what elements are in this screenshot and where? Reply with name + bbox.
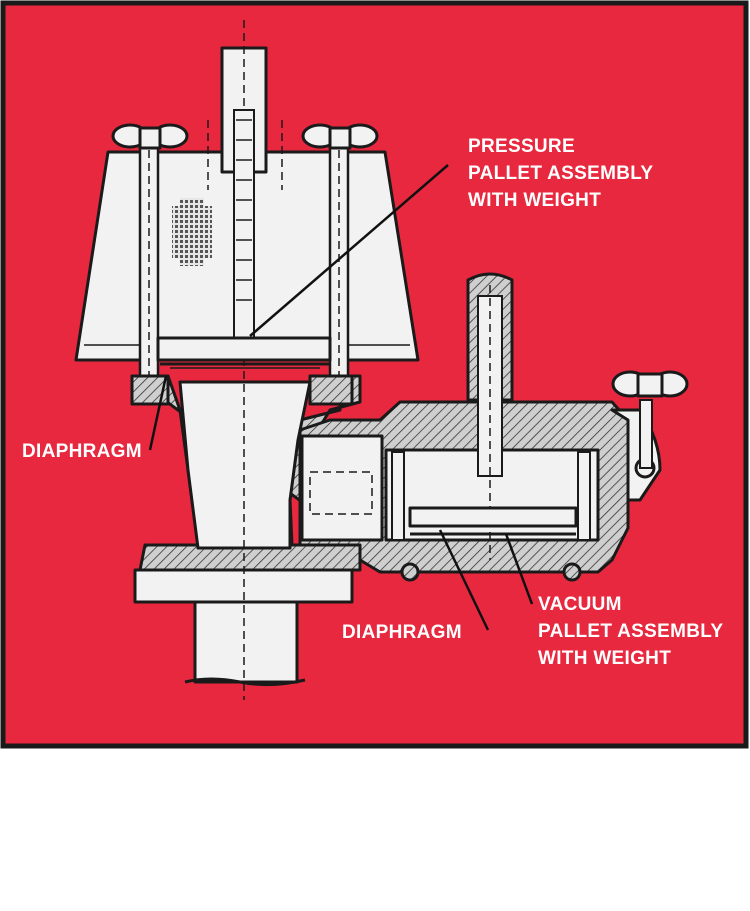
pressure-pallet bbox=[156, 336, 332, 362]
label-vacuum-line2: PALLET ASSEMBLY bbox=[538, 621, 723, 642]
leader-diaphragm-bottom bbox=[438, 529, 490, 631]
label-pressure-line2: PALLET ASSEMBLY bbox=[468, 163, 653, 184]
label-diaphragm-bottom: DIAPHRAGM bbox=[342, 622, 462, 643]
wing-nut-right-icon bbox=[301, 123, 379, 150]
label-vacuum-line1: VACUUM bbox=[538, 594, 622, 615]
pressure-section bbox=[74, 20, 420, 700]
leader-vacuum bbox=[504, 533, 534, 605]
chamber-port bbox=[309, 471, 373, 515]
leader-diaphragm-left bbox=[148, 375, 168, 451]
label-pressure-line3: WITH WEIGHT bbox=[468, 190, 601, 211]
vacuum-pallet bbox=[408, 506, 578, 528]
main-chamber bbox=[178, 380, 312, 550]
vacuum-chamber bbox=[300, 434, 384, 542]
leader-pressure bbox=[249, 164, 449, 337]
vacuum-section bbox=[298, 272, 689, 582]
label-vacuum-line3: WITH WEIGHT bbox=[538, 648, 671, 669]
label-diaphragm-left: DIAPHRAGM bbox=[22, 441, 142, 462]
wing-nut-left-icon bbox=[111, 123, 189, 150]
wing-nut-side-icon bbox=[611, 370, 689, 398]
label-pressure-line1: PRESSURE bbox=[468, 136, 575, 157]
outlet-pipe bbox=[193, 598, 299, 684]
